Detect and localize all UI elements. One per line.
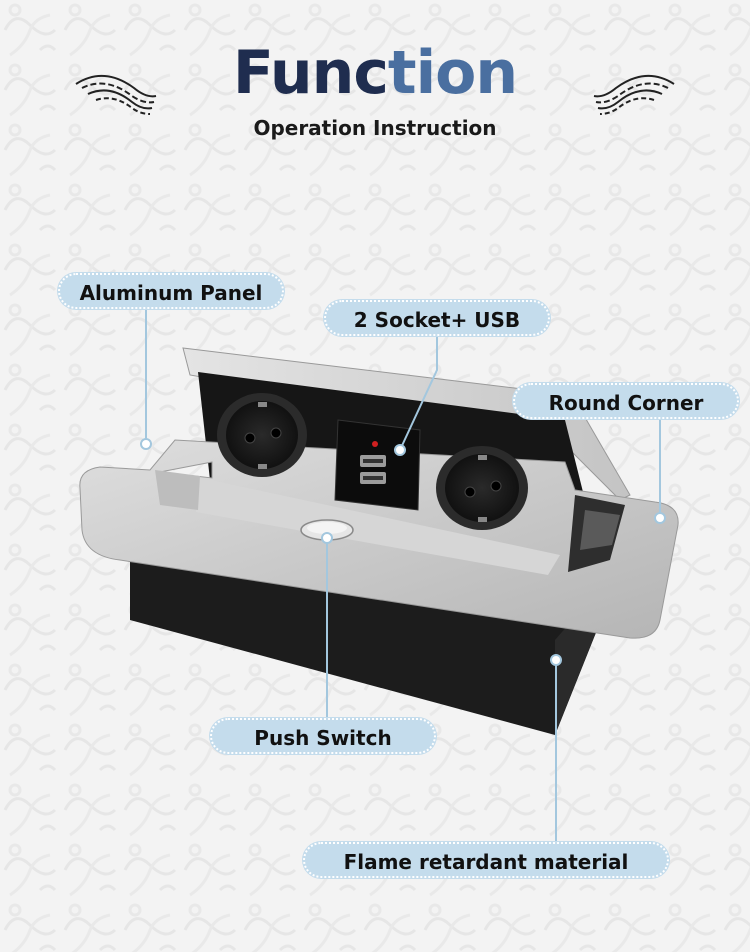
page-title: Function [0, 38, 750, 108]
right-schuko-socket-icon [436, 446, 528, 530]
usb-module-icon [334, 419, 421, 511]
decorative-wing-right-icon [593, 74, 675, 115]
decorative-wing-left-icon [75, 74, 157, 115]
page-subtitle: Operation Instruction [253, 116, 497, 140]
callout-aluminum-panel: Aluminum Panel [58, 273, 284, 309]
callout-push-switch: Push Switch [210, 718, 436, 754]
title-part-1: Func [232, 38, 389, 108]
title-part-2: tion [387, 38, 518, 108]
callout-flame-retardant: Flame retardant material [303, 842, 669, 878]
left-schuko-socket-icon [217, 393, 307, 477]
callout-round-corner: Round Corner [513, 383, 739, 419]
callout-sockets-usb: 2 Socket+ USB [324, 300, 550, 336]
